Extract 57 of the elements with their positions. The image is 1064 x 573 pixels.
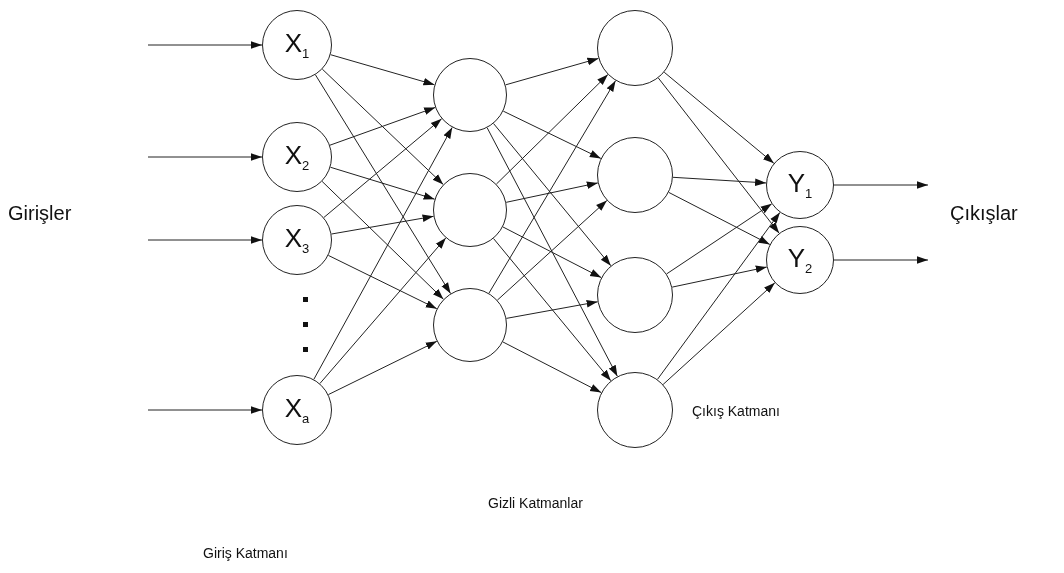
arrow: [327, 254, 438, 310]
arrow: [329, 166, 436, 200]
arrow: [657, 77, 780, 234]
arrow: [147, 41, 263, 49]
neuron-label: X$_{2}$: [284, 141, 310, 173]
arrow: [313, 126, 453, 380]
arrow: [331, 214, 435, 235]
arrow: [330, 54, 435, 86]
arrow: [493, 123, 612, 267]
arrow: [147, 236, 263, 244]
neuron-label: X$_{a}$: [284, 394, 310, 426]
neuron-circle: [766, 151, 834, 219]
arrow: [671, 265, 768, 288]
neuron-label: X$_{1}$: [284, 29, 310, 61]
arrow: [672, 176, 767, 187]
arrow: [502, 341, 602, 394]
arrow: [147, 153, 263, 161]
arrow: [496, 200, 608, 301]
arrow: [488, 80, 617, 294]
arrow: [329, 107, 436, 146]
arrow: [505, 300, 599, 319]
arrow: [319, 237, 447, 385]
arrow: [505, 181, 599, 203]
arrow: [656, 211, 781, 380]
neuron-circle: [597, 10, 673, 86]
side-label: Girişler: [8, 202, 72, 225]
neuron-label: X$_{3}$: [284, 224, 310, 256]
neuron-label: Y$_{1}$: [787, 169, 813, 201]
arrow: [666, 203, 773, 275]
arrow: [321, 68, 444, 185]
arrow: [502, 226, 602, 279]
neuron-circle: [433, 173, 507, 247]
neuron-circle: [597, 257, 673, 333]
arrow: [321, 180, 444, 300]
neuron-circle: [766, 226, 834, 294]
neuron-circle: [597, 372, 673, 448]
arrow: [486, 127, 618, 377]
neuron-circle: [433, 58, 507, 132]
arrow: [668, 191, 771, 245]
arrow: [495, 74, 609, 185]
arrow: [147, 406, 263, 414]
layer-label: Giriş Katmanı: [203, 545, 288, 561]
arrow: [662, 282, 776, 385]
arrow: [833, 181, 929, 189]
arrow: [502, 110, 602, 159]
arrow: [493, 238, 612, 382]
neuron-label: Y$_{2}$: [787, 244, 813, 276]
side-label: Çıkışlar: [950, 202, 1018, 225]
arrow: [323, 118, 443, 218]
arrow: [505, 57, 599, 86]
layer-label: Çıkış Katmanı: [692, 403, 780, 419]
layer-label: Gizli Katmanlar: [488, 495, 583, 511]
arrow: [314, 74, 452, 294]
neuron-circle: [433, 288, 507, 362]
arrow: [833, 256, 929, 264]
arrow: [663, 71, 775, 164]
arrow: [327, 340, 438, 396]
